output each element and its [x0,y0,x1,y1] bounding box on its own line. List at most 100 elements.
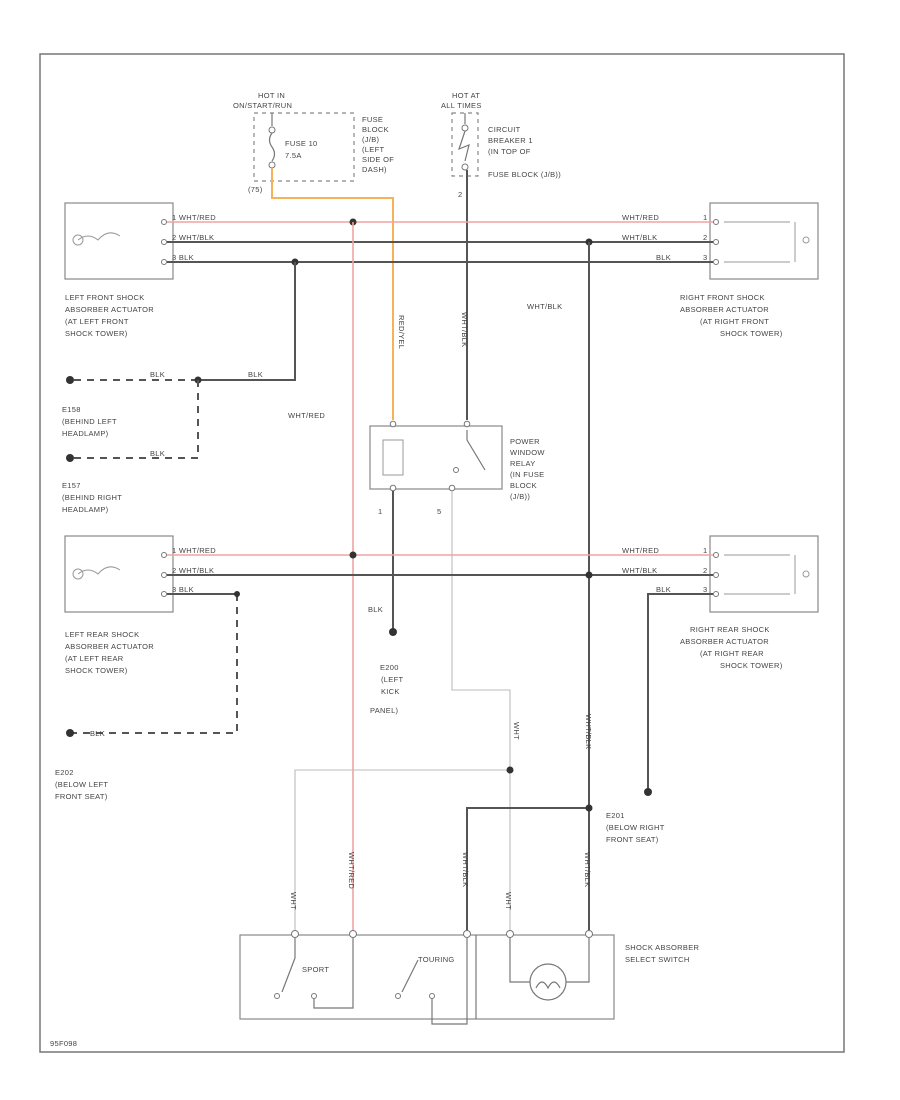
e157-ground-wire [70,380,199,459]
wht-blk-right-label: WHT/BLK [527,302,562,311]
breaker-icon [458,130,470,162]
red-yel-wire [271,168,394,420]
fuse-block-label-1: BLOCK [362,125,389,134]
rf-wire-label-0: WHT/RED [622,213,659,222]
circuit-breaker: HOT AT ALL TIMES CIRCUIT BREAKER 1 (IN T… [441,91,561,199]
rr-wire-label-1: WHT/BLK [622,566,657,575]
e157-ground-icon [66,454,74,462]
fuse-icon [268,132,276,162]
lf-wire-label-0: 1 WHT/RED [172,213,216,222]
rr-pin-1: 2 [703,566,707,575]
switch-box [239,934,615,1020]
touring-label: TOURING [418,955,455,964]
left-rear-actuator: 1 WHT/RED 2 WHT/BLK 3 BLK LEFT REAR SHOC… [64,535,216,675]
wht-blk-low-label: WHT/BLK [584,714,593,749]
breaker-label-3: FUSE BLOCK (J/B)) [488,170,561,179]
e201-label-1: (BELOW RIGHT [606,823,665,832]
lr-label-3: SHOCK TOWER) [65,666,128,675]
red-yel-label: RED/YEL [397,315,406,349]
e200-ground-icon [389,628,397,636]
lf-label-3: SHOCK TOWER) [65,329,128,338]
touring-switch-icon [401,959,419,993]
rf-pin-1: 2 [703,233,707,242]
border-label: 95F098 [50,1039,77,1048]
touring-wht-blk-wire [466,807,589,932]
relay-label-3: (IN FUSE [510,470,544,479]
breaker-label-0: CIRCUIT [488,125,521,134]
lr-label-0: LEFT REAR SHOCK [65,630,139,639]
relay-wht-wire [451,491,511,932]
relay-pin-left: 1 [378,507,382,516]
lf-label-0: LEFT FRONT SHOCK [65,293,145,302]
e200-label-2: KICK [381,687,400,696]
wht-blk-vert-label: WHT/BLK [460,312,469,347]
e200-label-1: (LEFT [381,675,403,684]
fuse-block-label-0: FUSE [362,115,383,124]
right-front-actuator: WHT/RED WHT/BLK BLK 1 2 3 RIGHT FRONT SH… [622,202,819,338]
rf-label-1: ABSORBER ACTUATOR [680,305,769,314]
fuse-block-label-3: (LEFT [362,145,384,154]
lf-wire-label-2: 3 BLK [172,253,194,262]
blk-e157-label: BLK [150,449,165,458]
e201-label-2: FRONT SEAT) [606,835,659,844]
relay-label-1: WINDOW [510,448,545,457]
e200-label-3: PANEL) [370,706,399,715]
relay-label-5: (J/B)) [510,492,530,501]
relay-label-4: BLOCK [510,481,537,490]
lr-wire-label-1: 2 WHT/BLK [172,566,214,575]
sw-wht-label: WHT [289,892,298,910]
rr-actuator-box [709,535,819,613]
rr-label-2: (AT RIGHT REAR [700,649,764,658]
lr-label-1: ABSORBER ACTUATOR [65,642,154,651]
blk-e158-label: BLK [150,370,165,379]
rf-pin-0: 1 [703,213,707,222]
breaker-label-1: BREAKER 1 [488,136,533,145]
lamp-icon [529,963,567,1001]
fuse-term: (75) [248,185,263,194]
fuse-block-label-2: (J/B) [362,135,380,144]
rf-wire-label-1: WHT/BLK [622,233,657,242]
lf-label-1: ABSORBER ACTUATOR [65,305,154,314]
breaker-label-2: (IN TOP OF [488,147,531,156]
fuse-hot-label-2: ON/START/RUN [233,101,292,110]
relay-switch-icon [466,430,486,471]
lr-actuator-box [64,535,174,613]
blk-e200-label: BLK [368,605,383,614]
breaker-term: 2 [458,190,462,199]
rf-pin-2: 3 [703,253,707,262]
rr-wire-label-0: WHT/RED [622,546,659,555]
sw-wht-blk-label-1: WHT/BLK [461,852,470,887]
lr-wire-label-2: 3 BLK [172,585,194,594]
sport-switch-icon [281,938,296,993]
rr-pin-2: 3 [703,585,707,594]
fuse-hot-label-1: HOT IN [258,91,285,100]
rr-label-0: RIGHT REAR SHOCK [690,625,770,634]
rr-label-3: SHOCK TOWER) [720,661,783,670]
e158-label-0: E158 [62,405,81,414]
sw-wht-blk-label-2: WHT/BLK [583,852,592,887]
e202-ground-icon [66,729,74,737]
rf-label-3: SHOCK TOWER) [720,329,783,338]
rr-wire-label-2: BLK [656,585,671,594]
e202-label-2: FRONT SEAT) [55,792,108,801]
e158-label-2: HEADLAMP) [62,429,109,438]
rf-label-2: (AT RIGHT FRONT [700,317,769,326]
e202-label-0: E202 [55,768,74,777]
rf-wire-label-2: BLK [656,253,671,262]
lf-wire-label-1: 2 WHT/BLK [172,233,214,242]
sport-label: SPORT [302,965,329,974]
e201-ground-icon [644,788,652,796]
breaker-outline [451,112,479,177]
relay-label-0: POWER [510,437,540,446]
rr-pin-0: 1 [703,546,707,555]
e201-label-0: E201 [606,811,625,820]
select-switch: SPORT TOURING SHOCK ABSORBER SELECT SWIT… [239,930,699,1025]
rf-actuator-box [709,202,819,280]
switch-label-1: SELECT SWITCH [625,955,690,964]
fuse-block-label-5: DASH) [362,165,387,174]
fuse-block: HOT IN ON/START/RUN FUSE 10 7.5A FUSE BL… [233,91,394,194]
lr-ground-wire [70,594,238,734]
breaker-hot-label-2: ALL TIMES [441,101,482,110]
e200-label-0: E200 [380,663,399,672]
blk-e202-label: BLK [90,729,105,738]
